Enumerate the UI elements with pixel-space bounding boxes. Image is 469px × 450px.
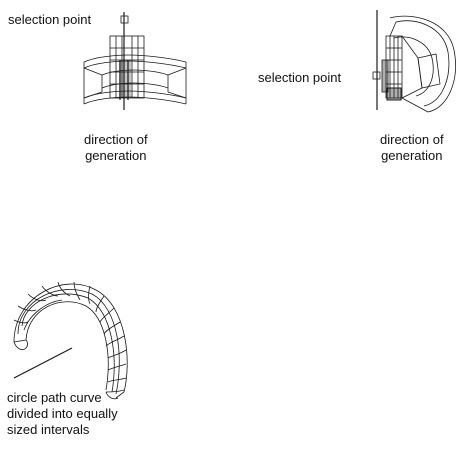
figure-b-selection-marker <box>372 71 381 80</box>
figure-c-solid <box>13 281 128 400</box>
figure-b-solid <box>381 15 456 113</box>
figure-c-path-label: circle path curve divided into equally s… <box>7 390 118 437</box>
figure-b-selection-label: selection point <box>258 70 342 85</box>
figure-a-solid <box>83 35 187 105</box>
figure-a-selection-marker <box>120 15 129 24</box>
figure-b-direction-label: direction of generation <box>380 132 444 163</box>
figure-a-selection-label: selection point <box>8 12 92 27</box>
figure-c-path-line <box>13 347 73 379</box>
figure-a-direction-label: direction of generation <box>84 132 148 163</box>
